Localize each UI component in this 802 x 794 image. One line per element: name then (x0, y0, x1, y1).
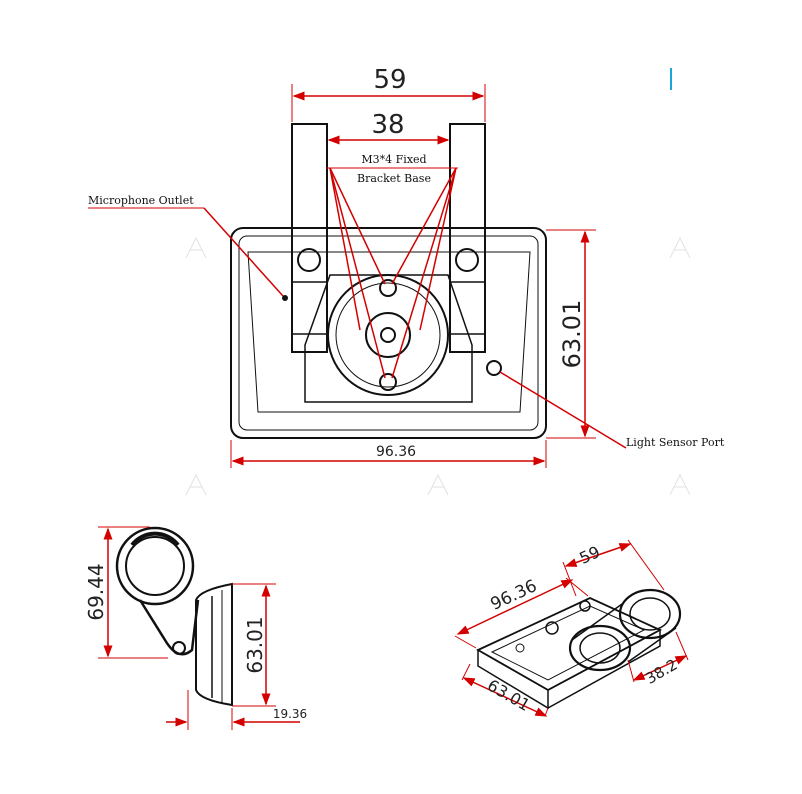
light-sensor-label: Light Sensor Port (626, 436, 725, 449)
dim-label-69: 69.44 (84, 563, 108, 620)
arm-clip-left (291, 281, 328, 335)
iso-clamp-ring-1 (568, 624, 632, 672)
dim-label-96-iso: 96.36 (488, 576, 541, 615)
iso-view: 96.36 59 63.01 38.2 (454, 539, 689, 717)
dim-label-59-iso: 59 (576, 542, 602, 568)
bracket-arm-left (291, 123, 328, 353)
microphone-outlet (282, 295, 288, 301)
arm-bolt-right (455, 248, 479, 272)
side-clamp-ring-outer (115, 526, 195, 606)
bracket-label-line1: M3*4 Fixed (361, 153, 426, 166)
dim-line-96-iso (456, 579, 574, 635)
light-sensor-port (486, 360, 502, 376)
side-clamp-ring-inner (125, 536, 185, 596)
dim-label-19: 19.36 (273, 707, 307, 721)
dim-label-59: 59 (373, 65, 406, 95)
side-arm-bolt (172, 641, 186, 655)
microphone-label: Microphone Outlet (88, 194, 194, 207)
dim-label-63-front: 63.01 (558, 300, 586, 369)
dim-label-63-iso: 63.01 (484, 676, 533, 715)
mount-hub-core (380, 327, 396, 343)
side-arm (138, 599, 200, 656)
side-housing (195, 582, 233, 707)
dim-line-38-iso (632, 655, 688, 681)
light-sensor-leader (499, 371, 627, 449)
bracket-arm-right (449, 123, 486, 353)
mount-ring-outer (327, 274, 449, 396)
screen-bevel (247, 251, 531, 413)
dim-label-63-side: 63.01 (243, 616, 267, 673)
side-view: 69.44 63.01 19.36 (84, 526, 307, 730)
dim-line-59-iso (564, 543, 632, 567)
mount-hub (365, 312, 411, 358)
mount-ring-inner (335, 282, 441, 388)
arm-bolt-left (297, 248, 321, 272)
iso-clamp-ring-2 (618, 588, 682, 640)
screw-hole-bottom (379, 373, 397, 391)
watermarks (185, 236, 691, 496)
housing-outer (230, 227, 547, 439)
microphone-leader (203, 207, 284, 297)
front-view: 59 38 M3*4 Fixed Bracket Base Microphone… (88, 65, 725, 468)
dim-label-38: 38 (371, 110, 404, 140)
arm-clip-right (449, 281, 486, 335)
dim-label-96-front: 96.36 (376, 444, 416, 460)
housing-inner (238, 235, 539, 431)
bracket-label-line2: Bracket Base (357, 172, 431, 185)
dim-line-63-iso (462, 677, 548, 717)
screw-hole-top (379, 279, 397, 297)
bracket-leaders (329, 167, 457, 379)
mount-base (304, 274, 473, 403)
